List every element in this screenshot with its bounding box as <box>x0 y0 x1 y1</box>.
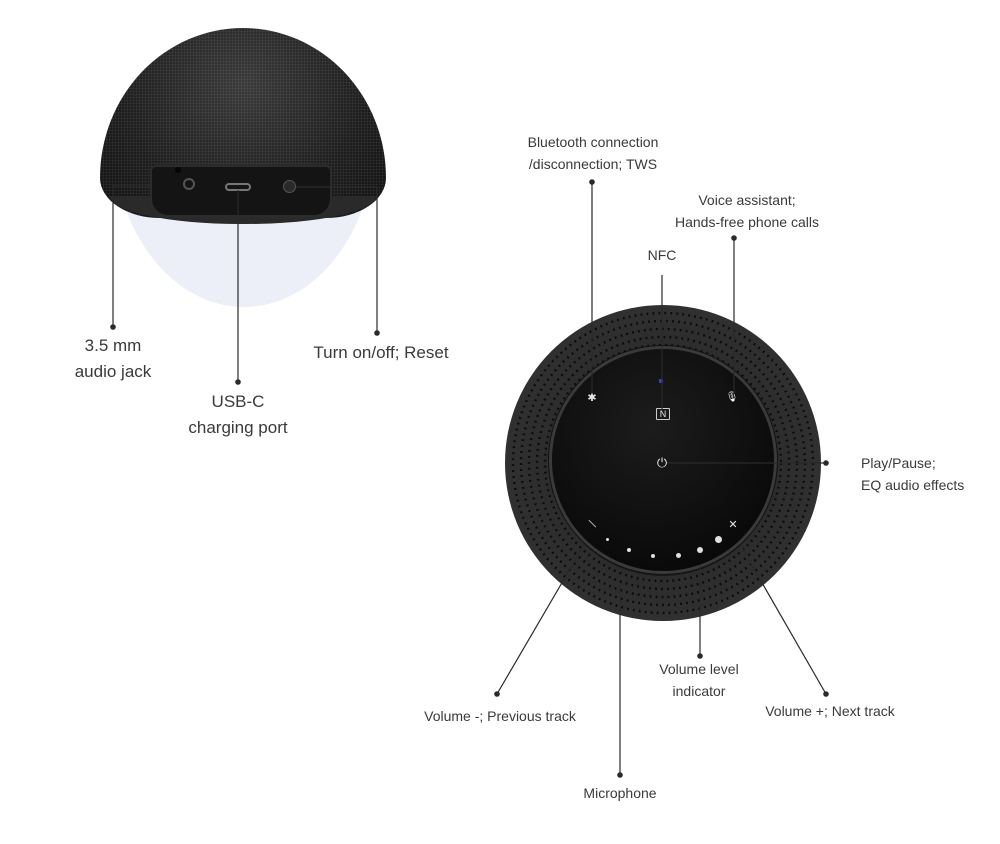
nfc-icon: N <box>656 408 670 420</box>
nfc-label: NFC <box>640 244 684 266</box>
label-line: Bluetooth connection <box>527 134 659 150</box>
microphone-label: Microphone <box>570 782 670 804</box>
nfc-led-indicator <box>659 379 663 383</box>
port-panel <box>150 165 332 217</box>
voice-assistant-label: Voice assistant; Hands-free phone calls <box>664 189 830 233</box>
label-line: NFC <box>647 247 677 263</box>
bluetooth-icon[interactable]: ✱ <box>587 392 597 404</box>
port-mic-hole <box>175 167 181 173</box>
voice-assistant-icon[interactable]: 🎙 <box>725 392 739 403</box>
play-pause-label: Play/Pause; EQ audio effects <box>861 452 981 496</box>
volume-level-dot <box>697 547 703 553</box>
volume-level-label: Volume level indicator <box>644 658 754 702</box>
label-line: Play/Pause; <box>861 455 936 471</box>
volume-minus-label: Volume -; Previous track <box>412 705 588 727</box>
power-play-icon[interactable]: ⏻ <box>656 455 668 470</box>
volume-level-dot <box>627 548 631 552</box>
label-line: Voice assistant; <box>698 192 796 208</box>
power-label: Turn on/off; Reset <box>298 340 464 366</box>
volume-plus-label: Volume +; Next track <box>754 700 906 722</box>
label-line: charging port <box>188 418 288 437</box>
label-line: EQ audio effects <box>861 477 965 493</box>
audio-jack-port <box>183 178 195 190</box>
volume-level-dot <box>651 554 655 558</box>
label-line: Volume -; Previous track <box>424 708 576 724</box>
label-line: Microphone <box>583 785 657 801</box>
label-line: /disconnection; TWS <box>528 156 658 172</box>
audio-jack-label: 3.5 mm audio jack <box>53 333 173 385</box>
bluetooth-label: Bluetooth connection /disconnection; TWS <box>512 131 674 175</box>
control-panel-face <box>552 349 774 571</box>
usb-c-label: USB-C charging port <box>168 389 308 441</box>
volume-level-dot <box>676 553 681 558</box>
label-line: indicator <box>672 683 726 699</box>
volume-level-dot <box>715 536 722 543</box>
label-line: Hands-free phone calls <box>675 214 819 230</box>
label-line: audio jack <box>74 362 152 381</box>
label-line: 3.5 mm <box>84 336 142 355</box>
volume-level-dot <box>606 538 609 541</box>
volume-plus-icon[interactable]: ✕ <box>728 519 738 531</box>
label-line: Volume level <box>659 661 739 677</box>
power-button <box>283 180 296 193</box>
label-line: Volume +; Next track <box>765 703 895 719</box>
label-line: Turn on/off; Reset <box>313 343 449 362</box>
label-line: USB-C <box>211 392 265 411</box>
